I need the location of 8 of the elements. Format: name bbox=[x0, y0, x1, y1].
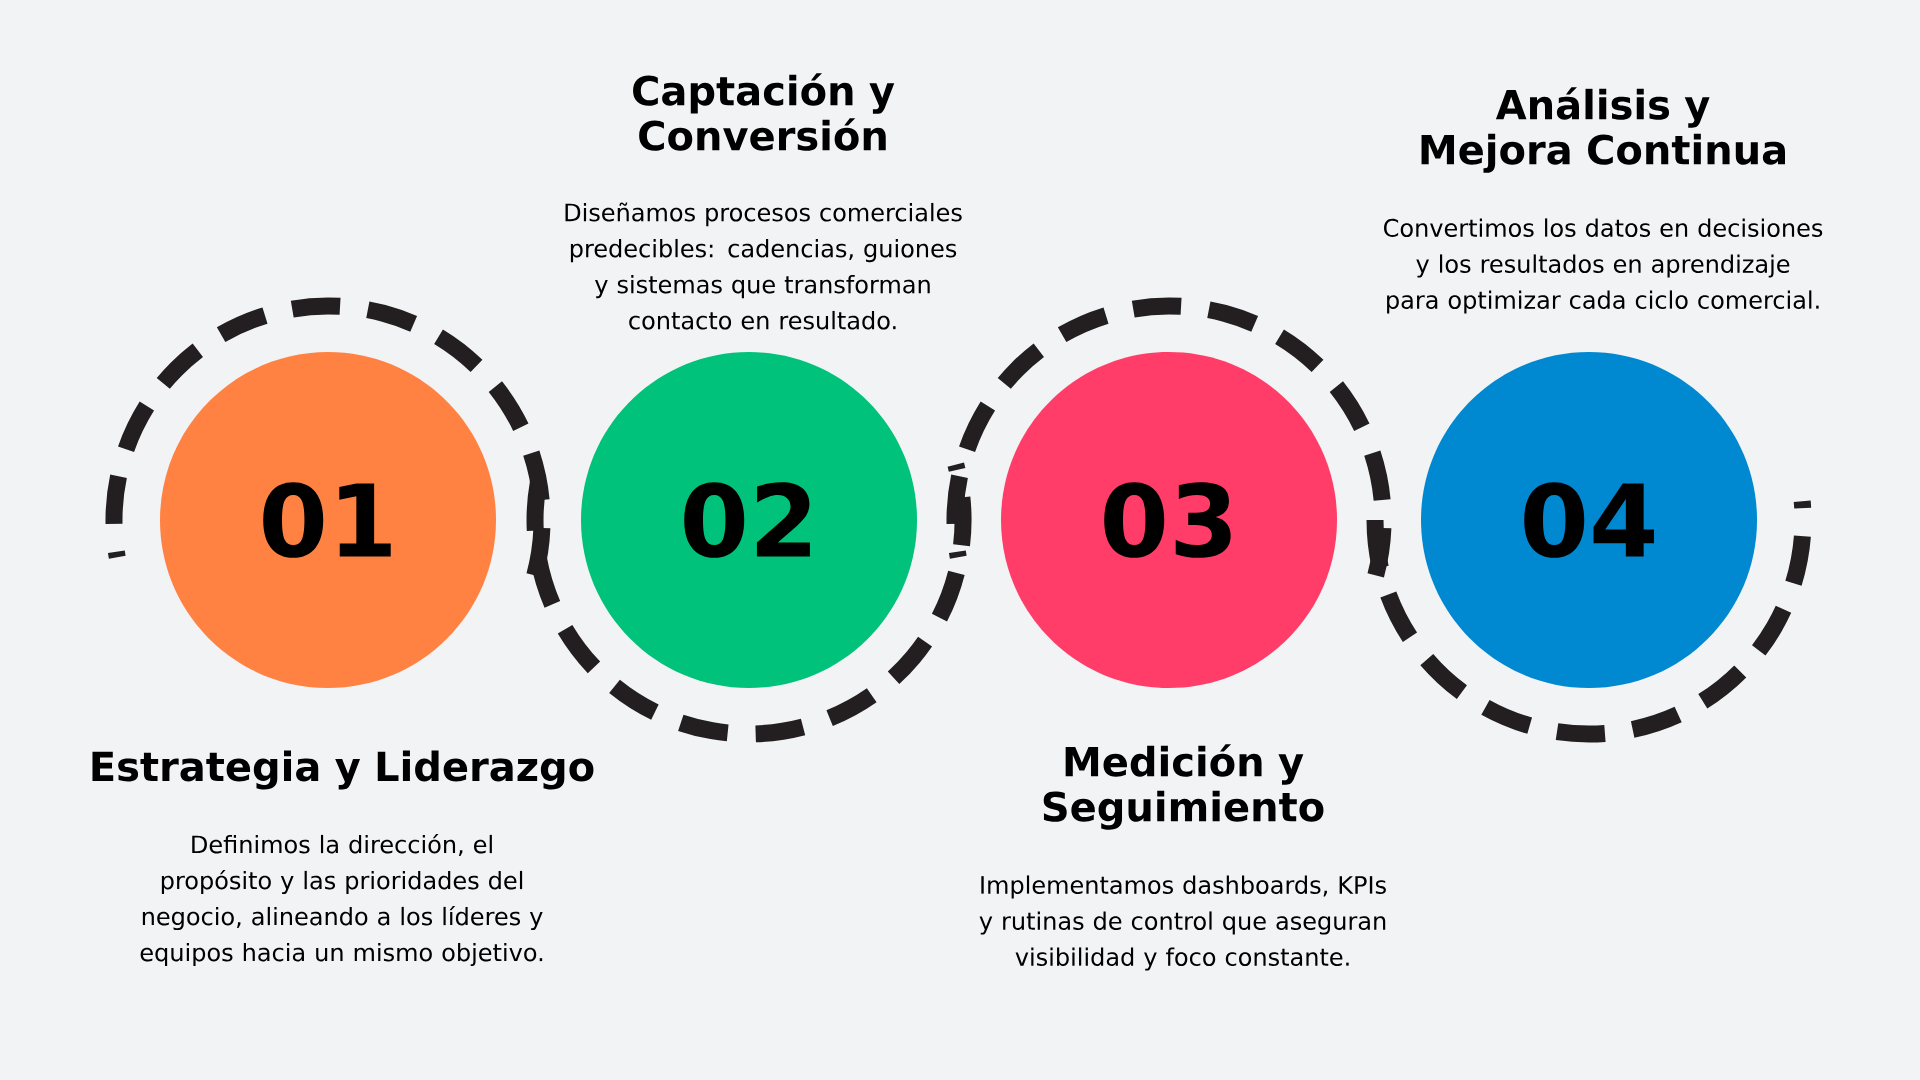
step-description: Convertimos los datos en decisiones y los resultados en aprendizaje para optimizar cada ciclo comercial. bbox=[1384, 218, 1823, 314]
step-heading: Análisis y Mejora Continua bbox=[1421, 87, 1785, 173]
step-description: Definimos la dirección, el propósito y las prioridades del negocio, alineando a los líderes y equipos hacia un mismo objetivo. bbox=[140, 833, 543, 967]
step-heading: Medición y Seguimiento bbox=[1043, 744, 1324, 830]
step-description: Implementamos dashboards, KPIs y rutinas de control que aseguran visibilidad y foco constante. bbox=[979, 875, 1386, 971]
step-heading: Estrategia y Liderazgo bbox=[92, 750, 594, 790]
step-description: Diseñamos procesos comerciales predecibles: cadencias, guiones y sistemas que transforman contacto en resultado. bbox=[565, 202, 962, 330]
step-heading: Captación y Conversión bbox=[633, 73, 895, 151]
